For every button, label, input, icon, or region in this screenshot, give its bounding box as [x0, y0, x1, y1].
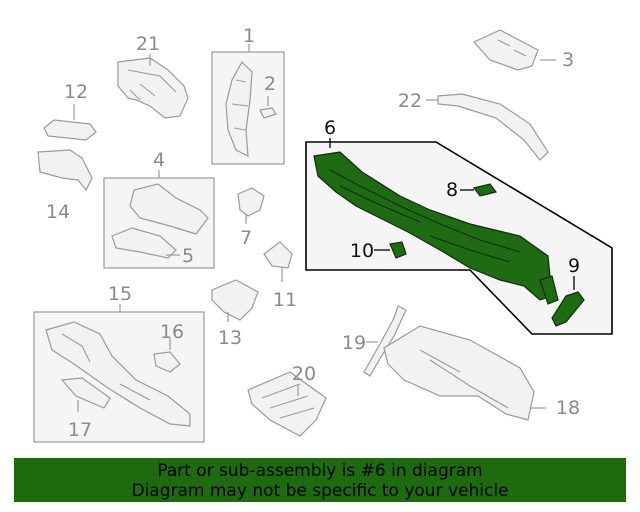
callout-22: 22 — [398, 90, 422, 112]
callout-13: 13 — [218, 327, 242, 349]
callout-1: 1 — [243, 25, 255, 47]
callout-14: 14 — [46, 201, 70, 223]
callout-4: 4 — [153, 149, 165, 171]
group-15[interactable]: 15 16 17 — [33, 283, 205, 443]
part-22[interactable]: 22 — [398, 90, 549, 161]
callout-9: 9 — [568, 255, 580, 277]
part-14[interactable]: 14 — [37, 149, 93, 223]
callout-8: 8 — [446, 179, 458, 201]
callout-5: 5 — [182, 245, 194, 267]
part-12[interactable]: 12 — [43, 81, 97, 141]
part-3[interactable]: 3 — [473, 29, 574, 71]
part-10-bracket — [389, 241, 407, 259]
callout-15: 15 — [108, 283, 132, 305]
exploded-parts-diagram: 21 1 2 3 22 12 14 4 — [33, 25, 613, 443]
callout-20: 20 — [292, 363, 316, 385]
part-8-bracket — [472, 183, 498, 197]
part-11[interactable]: 11 — [263, 241, 297, 311]
banner-line-2: Diagram may not be specific to your vehi… — [131, 481, 509, 501]
callout-6: 6 — [324, 117, 336, 139]
part-18[interactable]: 18 — [383, 325, 580, 421]
callout-17: 17 — [68, 419, 92, 441]
callout-18: 18 — [556, 397, 580, 419]
instrument-panel-reinforcement — [313, 151, 553, 301]
part-9-bracket — [551, 291, 585, 327]
callout-19: 19 — [342, 332, 366, 354]
group-1[interactable]: 1 2 — [211, 25, 285, 165]
info-banner: Part or sub-assembly is #6 in diagram Di… — [14, 458, 626, 502]
part-19[interactable]: 19 — [342, 305, 407, 377]
callout-21: 21 — [136, 33, 160, 55]
part-20[interactable]: 20 — [247, 363, 327, 437]
group-4[interactable]: 4 5 — [103, 149, 215, 269]
callout-12: 12 — [64, 81, 88, 103]
callout-16: 16 — [160, 321, 184, 343]
part-13[interactable]: 13 — [211, 279, 259, 349]
part-7[interactable]: 7 — [237, 187, 265, 249]
callout-11: 11 — [273, 289, 297, 311]
callout-10: 10 — [350, 240, 374, 262]
group-6-highlighted[interactable]: 6 8 10 9 — [305, 117, 613, 335]
banner-line-1: Part or sub-assembly is #6 in diagram — [157, 461, 483, 481]
callout-2: 2 — [264, 73, 276, 95]
callout-7: 7 — [240, 227, 252, 249]
callout-3: 3 — [562, 49, 574, 71]
part-21[interactable]: 21 — [117, 33, 189, 119]
